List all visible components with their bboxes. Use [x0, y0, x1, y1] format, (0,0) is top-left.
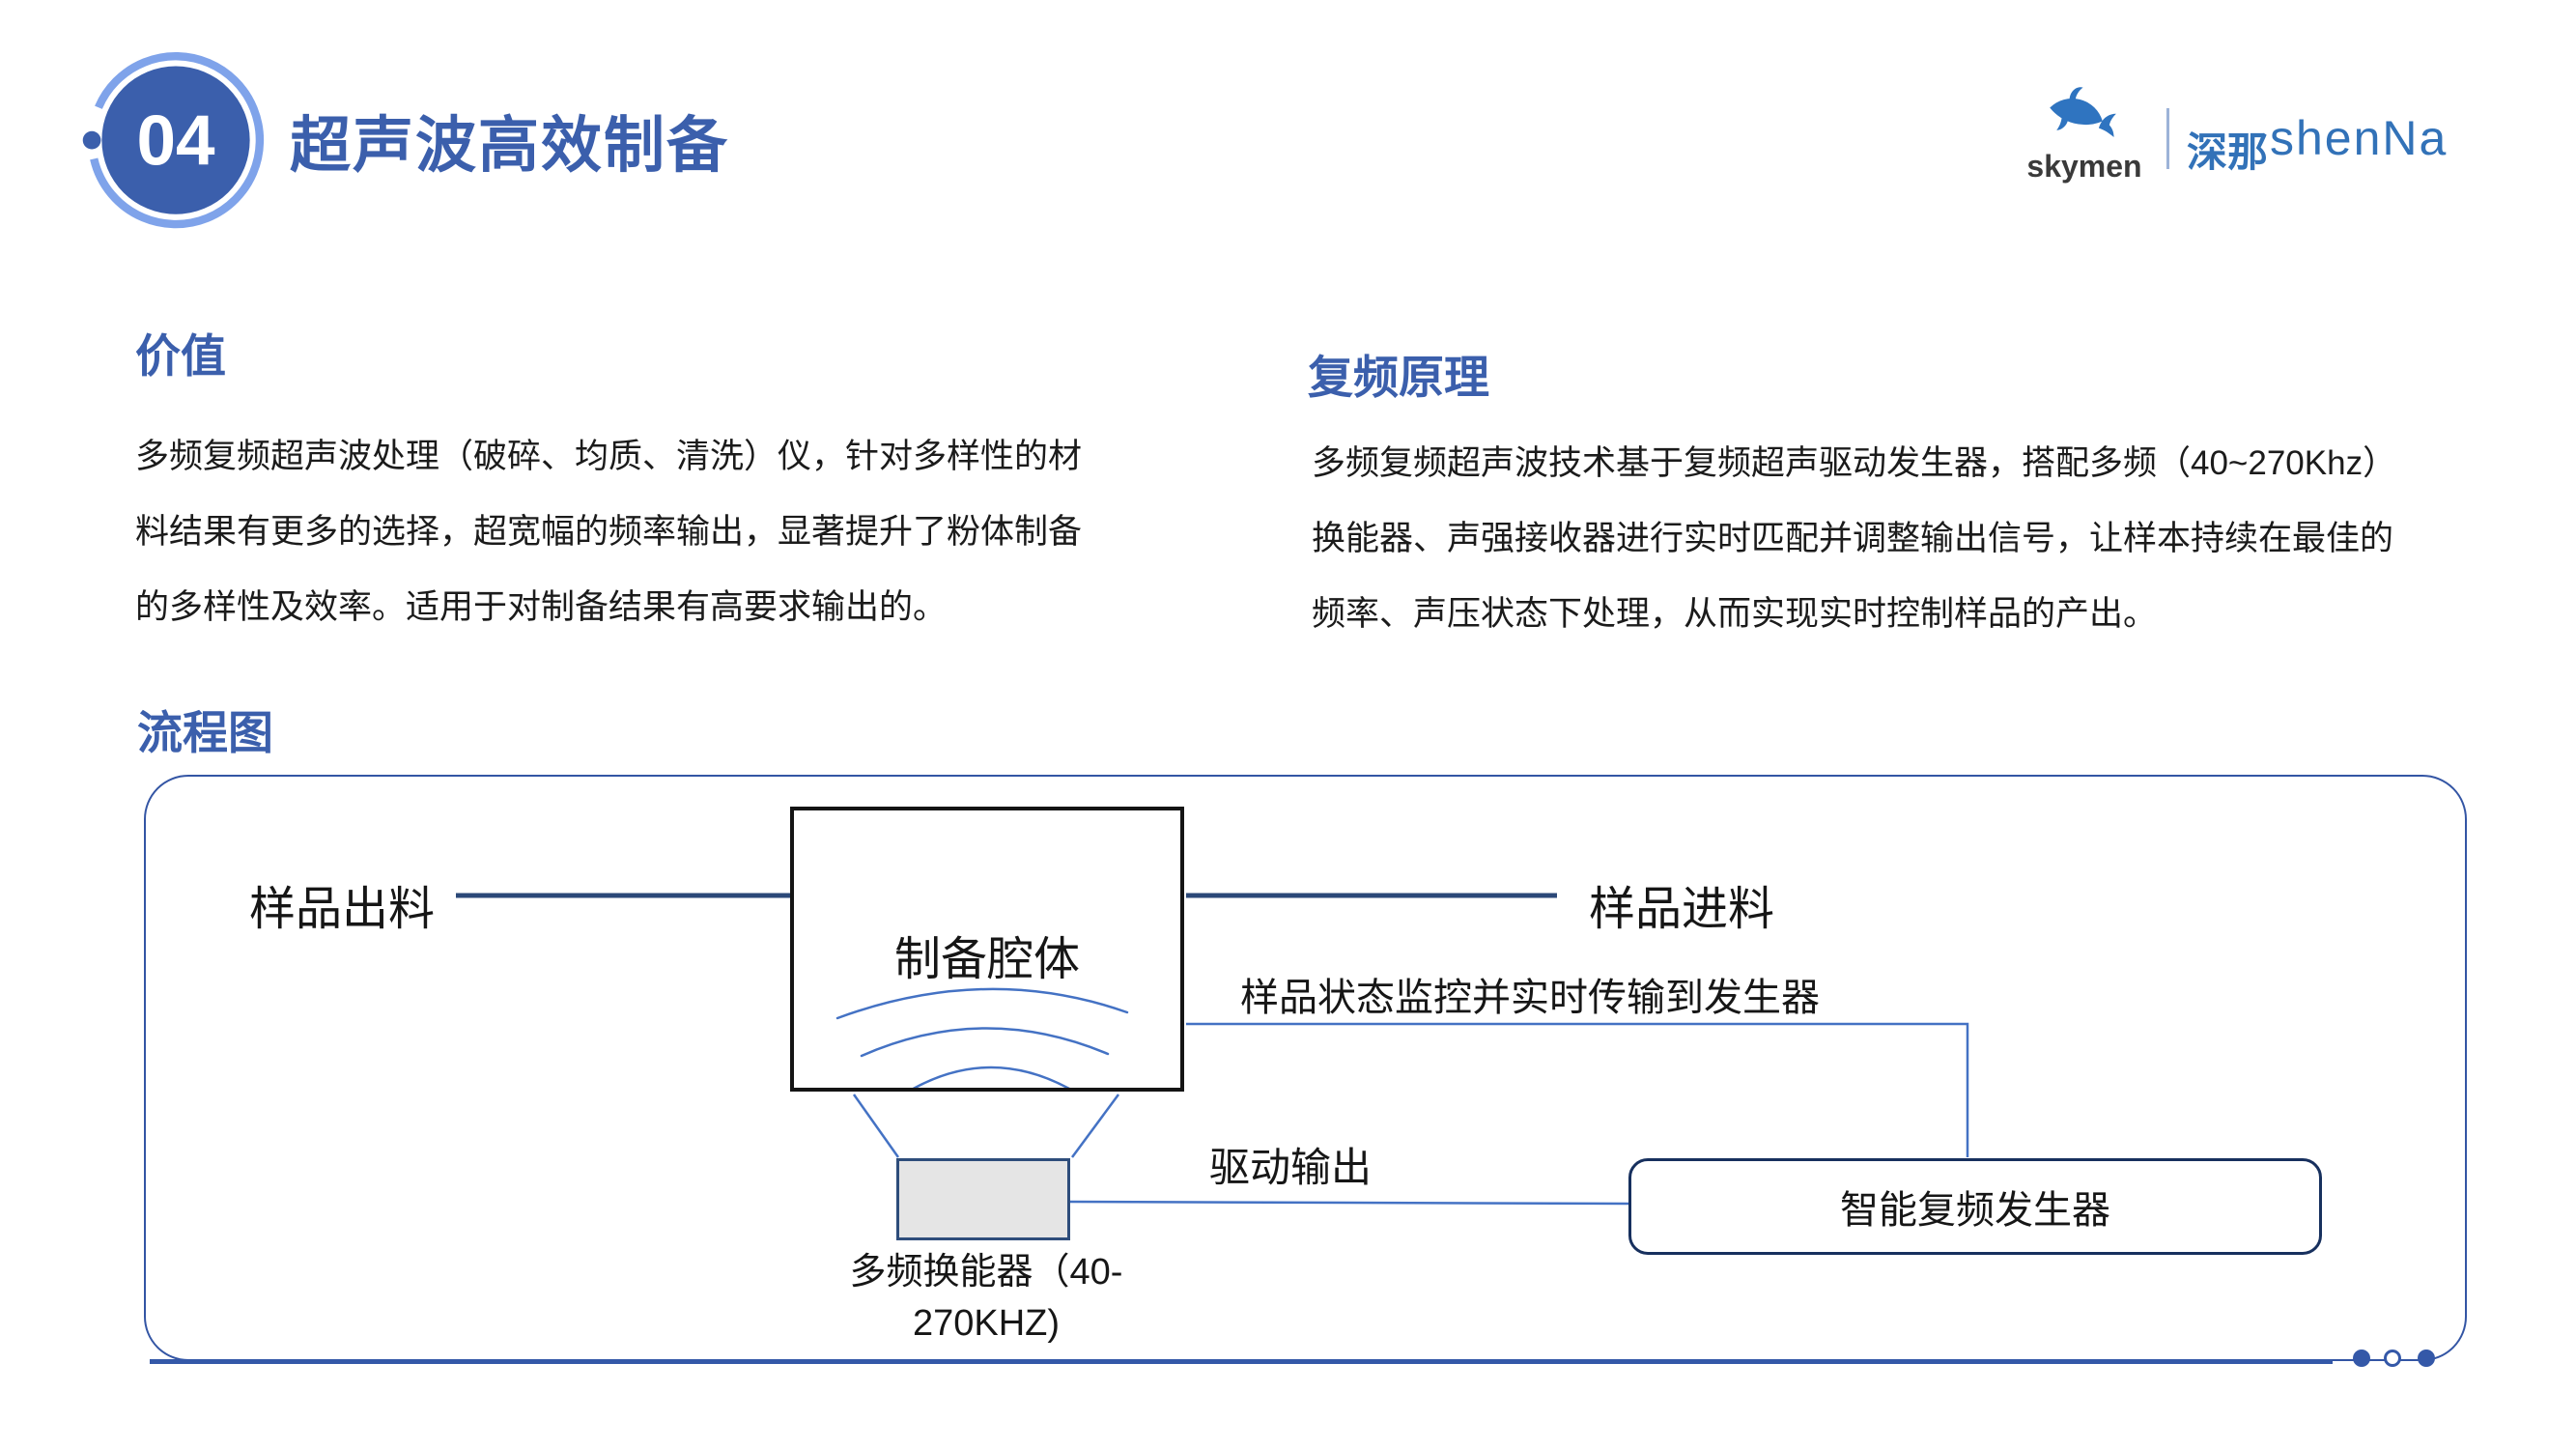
logo-divider — [2166, 108, 2169, 169]
shenna-cn-wordmark: 深那 — [2187, 129, 2269, 175]
principle-line-1: 多频复频超声波技术基于复频超声驱动发生器，搭配多频（40~270Khz） — [1312, 444, 2397, 482]
badge-number: 04 — [136, 101, 215, 180]
badge-dot — [82, 130, 101, 150]
principle-line-3: 频率、声压状态下处理，从而实现实时控制样品的产出。 — [1312, 595, 2158, 633]
chamber-label: 制备腔体 — [893, 934, 1080, 985]
badge-ring — [87, 52, 265, 229]
flow-connector-lines — [456, 893, 1969, 1206]
page-title: 超声波高效制备 — [290, 112, 729, 180]
badge-inner-circle — [101, 66, 250, 214]
value-heading: 价值 — [135, 330, 226, 382]
dolphin-logo-icon — [2050, 87, 2116, 137]
ultrasound-waves-icon — [835, 987, 1129, 1088]
value-line-2: 料结果有更多的选择，超宽幅的频率输出，显著提升了粉体制备 — [135, 513, 1083, 551]
principle-heading: 复频原理 — [1308, 352, 1489, 403]
funnel-left-line — [852, 1094, 900, 1158]
value-line-1: 多频复频超声波处理（破碎、均质、清洗）仪，针对多样性的材 — [135, 438, 1083, 475]
transducer-label: 多频换能器（40- 270KHZ) — [812, 1247, 1160, 1350]
sample-in-label: 样品进料 — [1589, 884, 1775, 935]
principle-line-2: 换能器、声强接收器进行实时匹配并调整输出信号，让样本持续在最佳的 — [1312, 520, 2394, 557]
monitor-feedback-line — [1186, 1022, 1969, 1157]
value-line-3: 的多样性及效率。适用于对制备结果有高要求输出的。 — [135, 588, 948, 626]
transducer-label-line-1: 多频换能器（40- — [849, 1252, 1123, 1293]
chamber-box: 制备腔体 — [790, 807, 1184, 1092]
page-number-badge: 04 — [82, 52, 265, 229]
principle-paragraph: 多频复频超声波技术基于复频超声驱动发生器，搭配多频（40~270Khz） 换能器… — [1312, 426, 2396, 652]
flow-heading: 流程图 — [137, 707, 273, 758]
shenna-en-wordmark: shenNa — [2270, 111, 2449, 165]
monitor-label: 样品状态监控并实时传输到发生器 — [1240, 977, 1820, 1019]
transducer-label-line-2: 270KHZ) — [912, 1303, 1061, 1344]
generator-label: 智能复频发生器 — [1840, 1189, 2110, 1232]
bottom-rule — [150, 1359, 2333, 1364]
bottom-dot-filled-2 — [2418, 1350, 2435, 1367]
sample-out-label: 样品出料 — [249, 884, 436, 935]
bottom-dot-filled-1 — [2353, 1350, 2370, 1367]
generator-box: 智能复频发生器 — [1628, 1158, 2322, 1255]
skymen-wordmark: skymen — [2026, 149, 2142, 184]
drive-output-label: 驱动输出 — [1209, 1145, 1373, 1190]
flow-diagram-container: 制备腔体 多频换能器（40- 270KHZ) 智能复频发生器 样品出料 样品进料… — [144, 775, 2467, 1361]
bottom-dot-hollow — [2384, 1350, 2401, 1367]
drive-output-line — [1067, 1200, 1629, 1206]
funnel-right-line — [1070, 1094, 1120, 1158]
value-paragraph: 多频复频超声波处理（破碎、均质、清洗）仪，针对多样性的材 料结果有更多的选择，超… — [135, 419, 1082, 645]
transducer-box — [896, 1158, 1070, 1240]
